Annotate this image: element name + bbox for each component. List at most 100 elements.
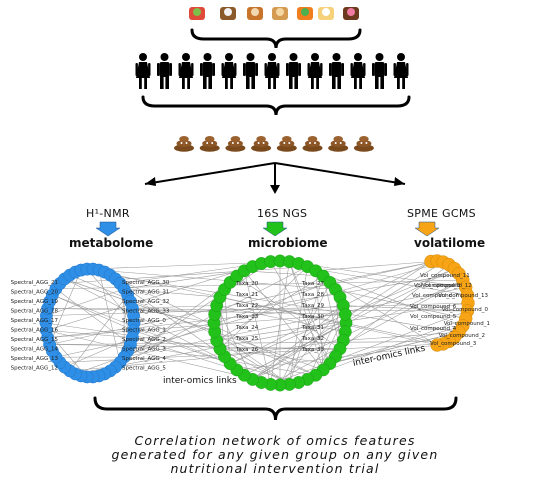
network-edge <box>343 305 468 312</box>
omic-arrow-icon <box>95 221 121 237</box>
metabolome-node <box>127 309 141 322</box>
person-head <box>397 53 405 61</box>
person-head <box>160 53 169 61</box>
arrow-right-head <box>394 177 405 186</box>
network-edge <box>219 348 330 364</box>
network-nodes <box>39 254 475 392</box>
person-leg <box>187 78 190 89</box>
chicken-leg-icon-detail <box>251 8 259 16</box>
person-icon <box>350 53 366 89</box>
metabolome-label: Spectral_AGG_31 <box>122 290 169 296</box>
milk-carton-icon <box>220 7 236 20</box>
person-dress <box>394 62 408 78</box>
microbiome-label: Taxa_30 <box>301 314 325 320</box>
caption-line-2: generated for any given group on any giv… <box>111 447 439 462</box>
caption: Correlation network of omics features ge… <box>0 434 550 476</box>
person-leg <box>354 78 357 89</box>
person-leg <box>380 76 384 89</box>
omic-name-microbiome: microbiome <box>248 236 328 250</box>
network-brace <box>93 396 458 421</box>
person-arm <box>406 63 409 76</box>
network-edge <box>329 282 438 346</box>
person-head <box>203 53 212 61</box>
stool-layer <box>305 140 320 147</box>
person-icon <box>286 53 301 89</box>
person-leg <box>208 76 212 89</box>
metabolome-label: Spectral_AGG_17 <box>11 318 59 324</box>
person-head <box>182 53 190 61</box>
person-icon <box>393 53 409 89</box>
person-arm <box>178 63 181 76</box>
network-edge <box>64 278 231 364</box>
omic-name-volatilome: volatilome <box>414 236 486 250</box>
network-edge <box>270 279 463 385</box>
network-edge <box>322 276 341 349</box>
network-edge <box>279 282 331 386</box>
stool-layer <box>356 140 372 147</box>
volatilome-label: Vol_compound_7 <box>412 293 459 299</box>
metabolome-label: Spectral_AGG_20 <box>11 290 59 296</box>
person-leg <box>160 76 164 89</box>
person-leg <box>375 76 379 89</box>
metabolome-label: Spectral_AGG_30 <box>122 280 170 286</box>
network-edge <box>219 266 308 350</box>
stool-eye <box>180 142 183 144</box>
network-edge <box>229 261 432 364</box>
microbiome-label: Taxa_27 <box>301 281 325 287</box>
stool-eye <box>231 142 234 144</box>
stool-layer <box>204 136 215 142</box>
person-arm <box>341 63 344 76</box>
metabolome-label: Spectral_AGG_21 <box>11 280 58 286</box>
person-icon <box>264 53 280 89</box>
person-icon <box>329 53 344 89</box>
arrow-right-line <box>274 162 406 185</box>
person-leg <box>246 76 250 89</box>
network-edge <box>289 261 331 364</box>
network-edge <box>329 331 460 364</box>
person-leg <box>311 78 314 89</box>
brace-path <box>190 28 362 49</box>
person-torso <box>374 62 385 77</box>
person-arm <box>384 63 387 76</box>
stool-layer <box>279 140 295 147</box>
network-edge <box>132 308 215 324</box>
person-arm <box>148 63 151 76</box>
person-head <box>375 53 384 61</box>
person-leg <box>402 78 405 89</box>
person-arm <box>135 63 138 76</box>
microbiome-label: Taxa_31 <box>301 325 324 331</box>
person-arm <box>169 63 172 76</box>
person-leg <box>182 78 185 89</box>
volatilome-label: Vol_compound_5 <box>410 314 457 320</box>
volatilome-label: Vol_compound_1 <box>444 321 490 327</box>
person-icon <box>372 53 387 89</box>
person-leg <box>332 76 336 89</box>
network-edge <box>49 260 438 345</box>
metabolome-label: Spectral_AGG_13 <box>11 356 59 362</box>
network-edge <box>52 294 134 331</box>
stool-layer <box>256 136 266 142</box>
microbiome-label: Taxa_23 <box>235 314 259 320</box>
network-edge <box>329 325 463 364</box>
network-edge <box>244 270 271 385</box>
person-arm <box>350 63 353 76</box>
volatilome-label: Vol_compound_6 <box>410 304 457 310</box>
stool-eye <box>206 142 209 144</box>
network-edge <box>119 283 225 357</box>
network-edge <box>86 268 135 324</box>
network-edge <box>124 287 466 358</box>
volatilome-node <box>430 338 444 352</box>
omic-arrow-icon <box>414 221 440 237</box>
person-dress <box>179 62 193 78</box>
stool-icon <box>353 136 374 152</box>
network-edge <box>69 356 225 372</box>
stool-icon <box>302 136 323 152</box>
network-edge <box>335 289 466 319</box>
bread-icon-detail <box>276 8 284 16</box>
person-head <box>311 53 319 61</box>
network-edge <box>252 279 463 380</box>
arrow-left-head <box>145 177 156 186</box>
network-edge <box>46 302 469 316</box>
volatilome-label: Vol_compound_13 <box>438 293 488 299</box>
